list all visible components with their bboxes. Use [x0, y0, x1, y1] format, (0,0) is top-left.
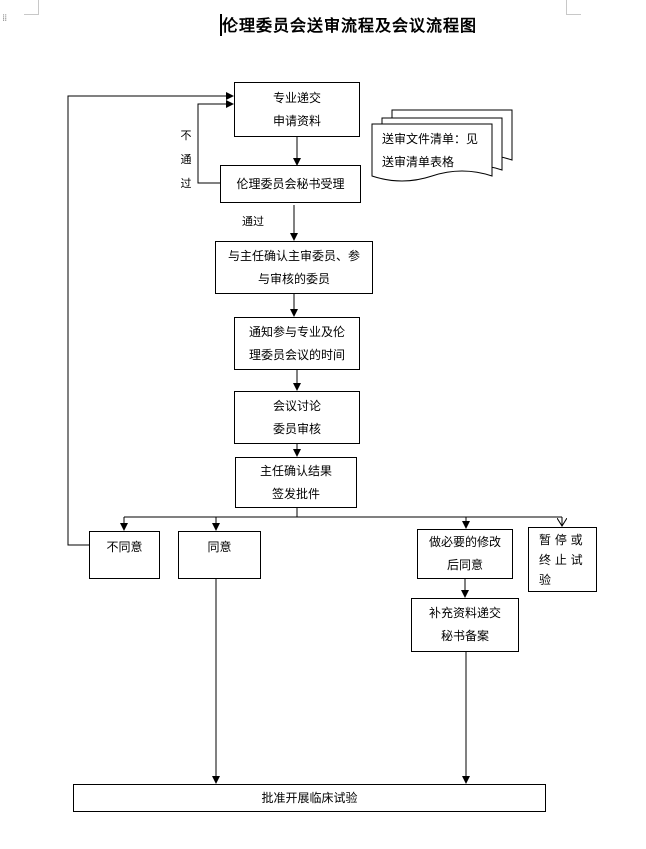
- node-meeting-discussion: 会议讨论 委员审核: [234, 391, 360, 444]
- node-notify-meeting: 通知参与专业及伦 理委员会议的时间: [234, 317, 360, 370]
- document-stack-icon: [371, 109, 513, 182]
- label-not-passed: 不 通 过: [180, 129, 192, 190]
- page-title: 伦理委员会送审流程及会议流程图: [222, 16, 478, 35]
- text-cursor: [220, 14, 222, 36]
- document-list-note: 送审文件清单：见 送审清单表格: [382, 132, 479, 169]
- node-director-approval: 主任确认结果 签发批件: [235, 457, 357, 508]
- drag-handle-icon[interactable]: ⁞⁞: [2, 13, 7, 24]
- node-disagree: 不同意: [89, 531, 160, 579]
- node-agree: 同意: [178, 531, 261, 579]
- node-approve-trial: 批准开展临床试验: [73, 784, 546, 812]
- node-supplement-file: 补充资料递交 秘书备案: [411, 598, 519, 652]
- page-corner-mark-left: [24, 0, 39, 15]
- node-modify-agree: 做必要的修改 后同意: [417, 529, 513, 579]
- node-secretary-accept: 伦理委员会秘书受理: [220, 165, 361, 203]
- page-corner-mark-right: [566, 0, 581, 15]
- node-submit-materials: 专业递交 申请资料: [234, 82, 360, 137]
- node-confirm-reviewers: 与主任确认主审委员、参 与审核的委员: [215, 241, 373, 294]
- label-passed: 通过: [242, 215, 264, 228]
- node-suspend-terminate: 暂 停 或 终 止 试 验: [528, 527, 597, 592]
